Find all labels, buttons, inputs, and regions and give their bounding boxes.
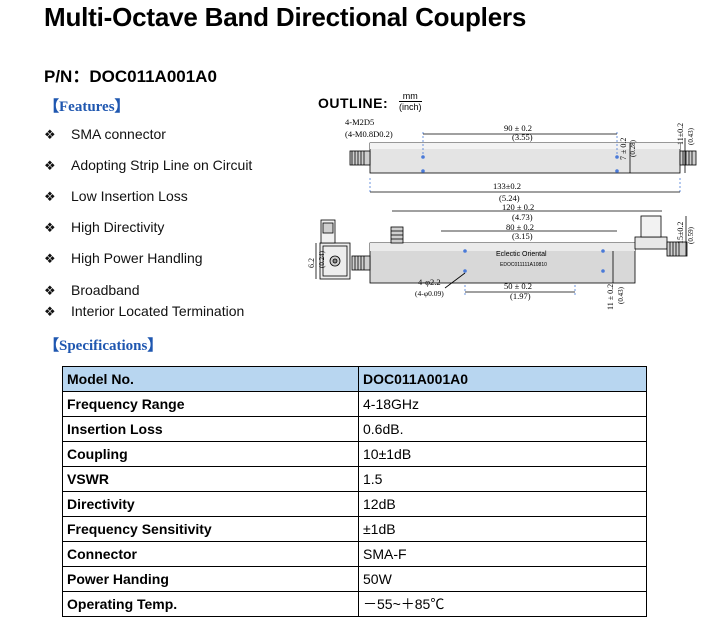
body-pn: EDOC011111A10810 — [500, 262, 547, 268]
unit-mm: mm — [399, 91, 422, 102]
spec-key: Frequency Sensitivity — [62, 516, 359, 542]
spec-key: Coupling — [62, 441, 359, 467]
spec-key: Insertion Loss — [62, 416, 359, 442]
dim-7-inch: (0.28) — [629, 139, 637, 157]
feature-label: Broadband — [71, 282, 140, 298]
feature-item: ❖ Interior Located Termination — [44, 303, 244, 320]
feature-item: ❖ High Directivity — [44, 219, 164, 236]
dim-15-inch: (0.59) — [687, 226, 695, 244]
dim-133: 133±0.2 — [493, 181, 521, 191]
feature-item: ❖ High Power Handling — [44, 250, 203, 267]
dim-7: 7 ± 0.2 — [619, 138, 628, 160]
dim-11-top-inch: (0.43) — [687, 127, 695, 145]
spec-key: Operating Temp. — [62, 591, 359, 617]
diamond-bullet-icon: ❖ — [44, 251, 56, 266]
spec-value: SMA-F — [358, 541, 647, 567]
spec-value: ±1dB — [358, 516, 647, 542]
spec-value: 0.6dB. — [358, 416, 647, 442]
outline-label: OUTLINE: — [318, 95, 389, 111]
dim-holes-top: 4-M2D5 — [345, 117, 374, 127]
feature-label: High Power Handling — [71, 250, 203, 266]
dim-90: 90 ± 0.2 — [504, 123, 532, 133]
dim-11-bottom: 11 ± 0.2 — [606, 284, 615, 310]
dim-6-inch: (0.24) — [318, 250, 326, 268]
spec-row: Frequency Sensitivity±1dB — [62, 516, 647, 542]
spec-value: 4-18GHz — [358, 391, 647, 417]
feature-item: ❖ Broadband — [44, 282, 140, 299]
page-title: Multi-Octave Band Directional Couplers — [44, 2, 527, 32]
unit-inch: (inch) — [399, 102, 422, 112]
feature-item: ❖ SMA connector — [44, 126, 166, 143]
dim-80: 80 ± 0.2 — [506, 222, 534, 232]
feature-label: Interior Located Termination — [71, 303, 245, 319]
feature-label: High Directivity — [71, 219, 165, 235]
dim-50: 50 ± 0.2 — [504, 281, 532, 291]
spec-value: 1.5 — [358, 466, 647, 492]
spec-key: Connector — [62, 541, 359, 567]
spec-key: Directivity — [62, 491, 359, 517]
spec-key: Power Handing — [62, 566, 359, 592]
feature-label: SMA connector — [71, 126, 166, 142]
dim-11-top: 11±0.2 — [676, 123, 685, 145]
dim-holes-side-inch: (4-φ0.09) — [415, 289, 444, 298]
spec-value: 12dB — [358, 491, 647, 517]
features-heading: 【Features】 — [44, 99, 130, 115]
outline-unit: mm (inch) — [399, 91, 422, 112]
dim-11-bottom-inch: (0.43) — [617, 286, 625, 304]
dim-120: 120 ± 0.2 — [502, 202, 534, 212]
dim-50-inch: (1.97) — [510, 291, 531, 301]
feature-item: ❖ Adopting Strip Line on Circuit — [44, 157, 252, 174]
spec-row: Operating Temp.－55~＋85℃ — [62, 591, 647, 617]
feature-label: Adopting Strip Line on Circuit — [71, 157, 253, 173]
dim-90-inch: (3.55) — [512, 132, 533, 142]
diamond-bullet-icon: ❖ — [44, 189, 56, 204]
diamond-bullet-icon: ❖ — [44, 158, 56, 173]
dim-80-inch: (3.15) — [512, 231, 533, 241]
spec-key: VSWR — [62, 466, 359, 492]
dim-holes-side: 4-φ2.2 — [418, 277, 441, 287]
diamond-bullet-icon: ❖ — [44, 283, 56, 298]
spec-value: DOC011A001A0 — [358, 366, 647, 392]
dim-holes-top-inch: (4-M0.8D0.2) — [345, 129, 393, 139]
specifications-heading: 【Specifications】 — [44, 338, 163, 354]
dim-15: 15±0.2 — [676, 222, 685, 244]
spec-value: －55~＋85℃ — [358, 591, 647, 617]
spec-value: 10±1dB — [358, 441, 647, 467]
diamond-bullet-icon: ❖ — [44, 220, 56, 235]
outline-drawing: 4-M2D5 (4-M0.8D0.2) 90 ± 0.2 (3.55) 133±… — [307, 117, 697, 310]
spec-key: Frequency Range — [62, 391, 359, 417]
feature-item: ❖ Low Insertion Loss — [44, 188, 188, 205]
dim-133-inch: (5.24) — [499, 193, 520, 203]
spec-value: 50W — [358, 566, 647, 592]
diamond-bullet-icon: ❖ — [44, 304, 56, 319]
dim-120-inch: (4.73) — [512, 212, 533, 222]
dim-6: 6.2 — [307, 258, 316, 268]
body-brand: Eclectic Oriental — [496, 251, 547, 258]
spec-key: Model No. — [62, 366, 359, 392]
diamond-bullet-icon: ❖ — [44, 127, 56, 142]
spec-header-row: Model No. DOC011A001A0 — [62, 366, 647, 392]
feature-label: Low Insertion Loss — [71, 188, 188, 204]
part-number: P/N：DOC011A001A0 — [44, 67, 217, 86]
